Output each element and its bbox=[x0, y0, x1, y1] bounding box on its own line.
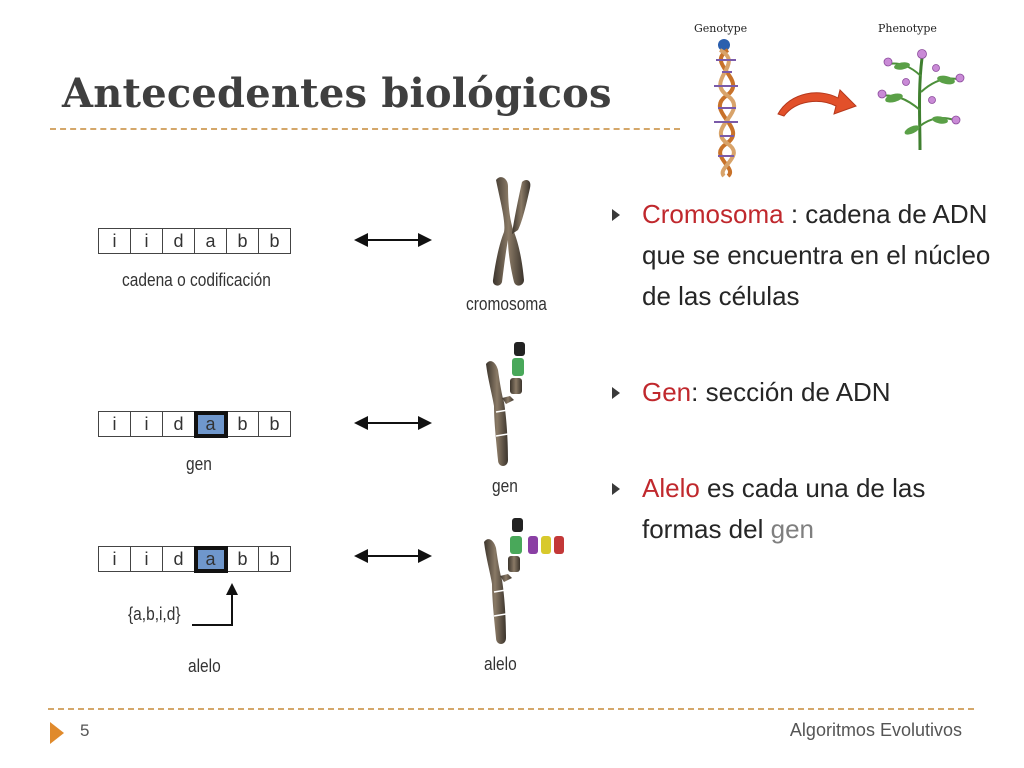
allele-caption: alelo bbox=[188, 656, 221, 676]
gene-cell: b bbox=[258, 546, 291, 572]
gene-cell: b bbox=[226, 228, 259, 254]
gene-cell: d bbox=[162, 546, 195, 572]
bullet-arrow-icon bbox=[612, 483, 620, 495]
chromosome-allele-icon bbox=[484, 518, 564, 644]
bullet-cromosoma: Cromosoma : cadena de ADN que se encuent… bbox=[606, 194, 996, 317]
gene-cell: a bbox=[194, 228, 227, 254]
page-number: 5 bbox=[80, 721, 90, 740]
gene-cell-highlighted: a bbox=[193, 545, 228, 573]
gene-cell: i bbox=[130, 546, 163, 572]
gene-cell: d bbox=[162, 228, 195, 254]
gene-cell: d bbox=[162, 411, 195, 437]
allele-pointer-arrow bbox=[192, 583, 238, 626]
transform-arrow-icon bbox=[777, 89, 857, 117]
gene-cell: i bbox=[130, 228, 163, 254]
phenotype-label: Phenotype bbox=[878, 22, 937, 35]
term-cromosoma: Cromosoma bbox=[642, 199, 784, 229]
footer-divider bbox=[48, 708, 974, 710]
double-arrow-icon bbox=[354, 549, 432, 563]
gene-cell: i bbox=[98, 228, 131, 254]
term-gen: Gen bbox=[642, 377, 692, 407]
gene-cell-highlighted: a bbox=[193, 410, 228, 438]
footer-marker-icon bbox=[50, 722, 64, 744]
plant-phenotype-icon bbox=[877, 49, 965, 151]
chromosome-allele-caption: alelo bbox=[484, 654, 517, 674]
chromosome-caption: cromosoma bbox=[466, 294, 547, 314]
title-divider bbox=[50, 128, 680, 130]
double-arrow-icon bbox=[354, 233, 432, 247]
chromosome-gene-icon bbox=[486, 342, 525, 466]
bullet-arrow-icon bbox=[612, 387, 620, 399]
bullet-gen: Gen: sección de ADN bbox=[606, 372, 996, 413]
gene-cell: b bbox=[258, 411, 291, 437]
slide-title: Antecedentes biológicos bbox=[62, 70, 612, 117]
gene-cell: i bbox=[98, 546, 131, 572]
definition-gen: : sección de ADN bbox=[691, 377, 891, 407]
gene-cell: b bbox=[258, 228, 291, 254]
dna-helix-icon bbox=[714, 39, 738, 178]
gene-cell: i bbox=[98, 411, 131, 437]
bullet-arrow-icon bbox=[612, 209, 620, 221]
gene-caption: gen bbox=[186, 454, 212, 474]
bullet-alelo: Alelo es cada una de las formas del gen bbox=[606, 468, 996, 550]
term-gen-reference: gen bbox=[770, 514, 814, 544]
definition-cromosoma: : cadena de ADN que se encuentra en el n… bbox=[642, 199, 991, 311]
gene-cell: b bbox=[226, 411, 259, 437]
encoding-caption: cadena o codificación bbox=[122, 270, 271, 290]
footer-title: Algoritmos Evolutivos bbox=[789, 720, 962, 740]
allele-set: {a,b,i,d} bbox=[128, 604, 181, 624]
genotype-label: Genotype bbox=[694, 22, 748, 35]
chromosome-icon bbox=[492, 177, 531, 286]
definition-alelo: es cada una de las formas del bbox=[642, 473, 926, 544]
gene-cell: i bbox=[130, 411, 163, 437]
double-arrow-icon bbox=[354, 416, 432, 430]
gene-cell: b bbox=[226, 546, 259, 572]
chromosome-gene-caption: gen bbox=[492, 476, 518, 496]
definition-list: Cromosoma : cadena de ADN que se encuent… bbox=[606, 194, 996, 550]
term-alelo: Alelo bbox=[642, 473, 700, 503]
